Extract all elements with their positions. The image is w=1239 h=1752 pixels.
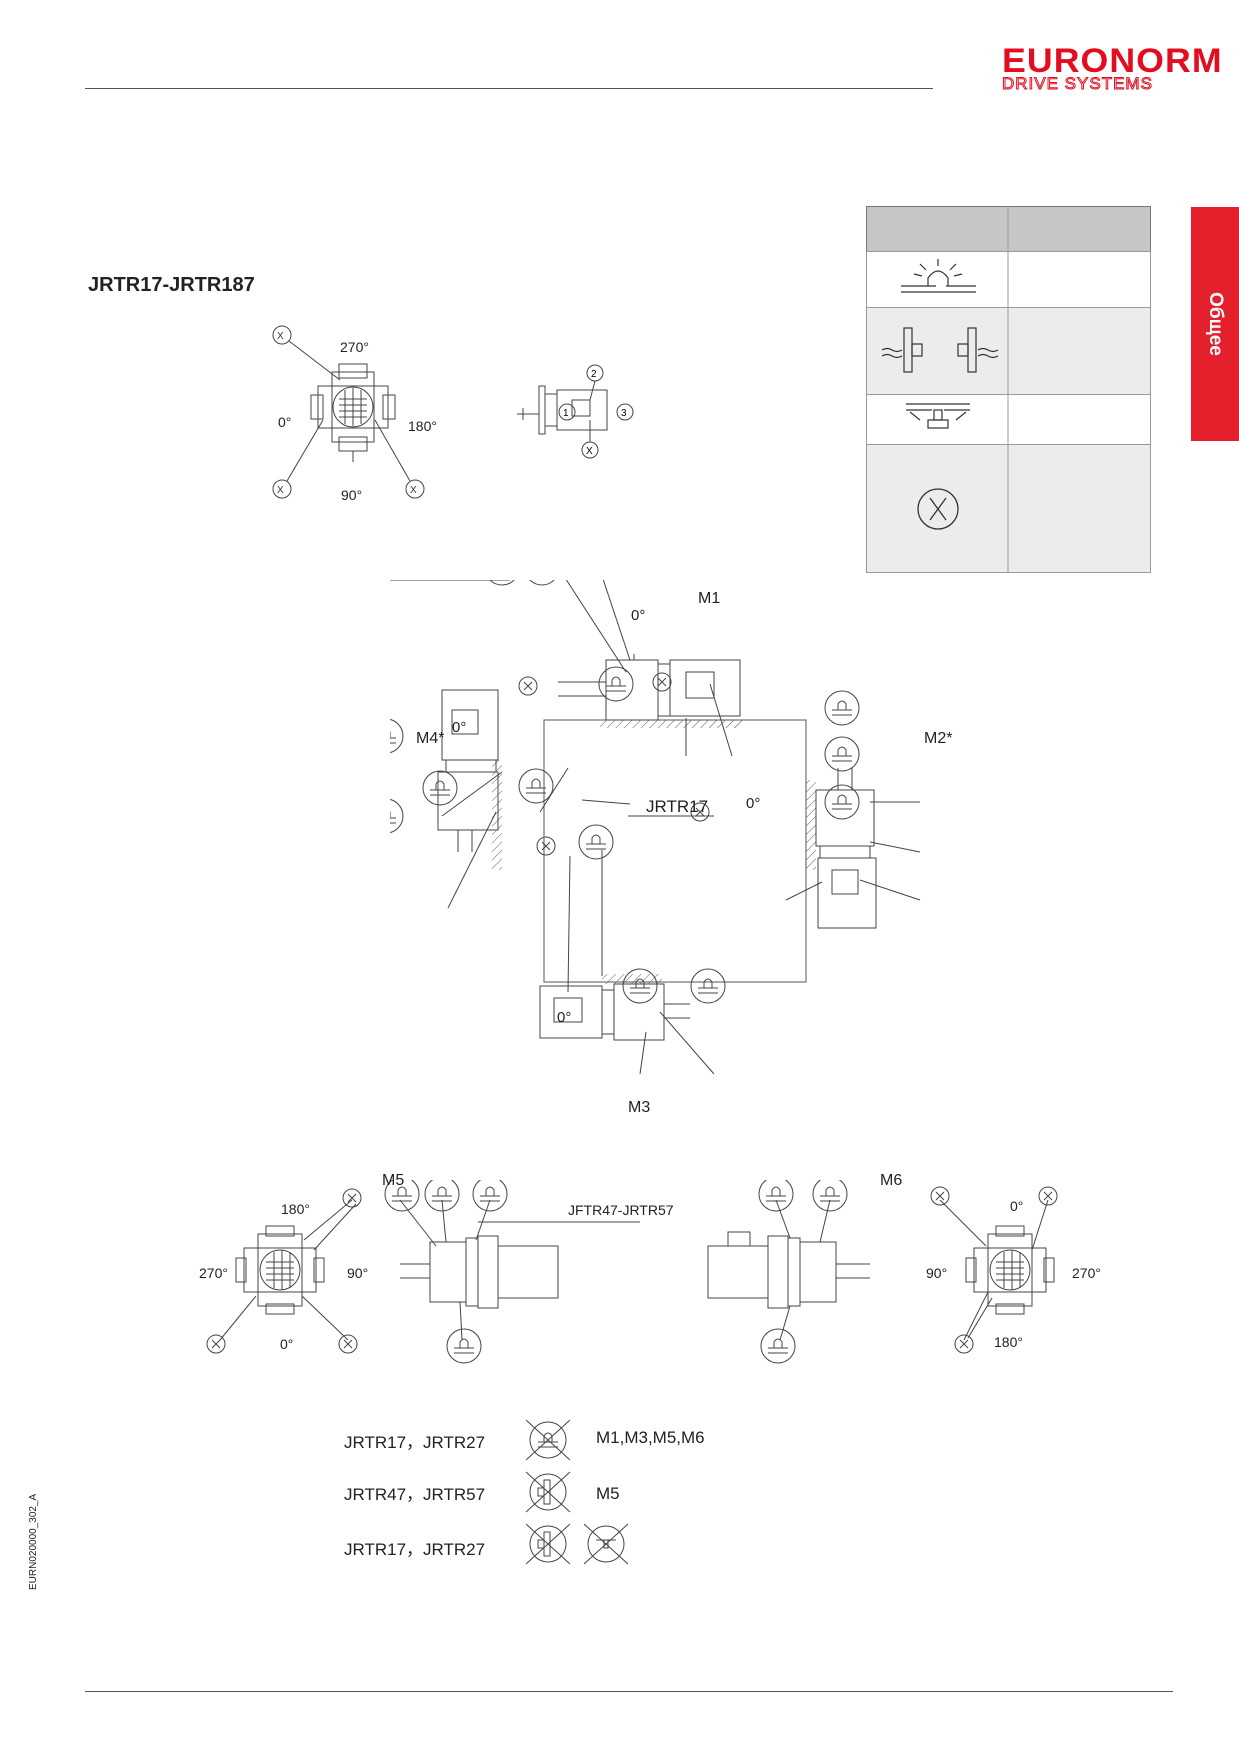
m5-angle-270: 270°: [199, 1265, 228, 1281]
note-icons: [525, 1419, 629, 1565]
angle-180: 180°: [408, 418, 437, 434]
mounting-positions-diagram: [390, 580, 877, 1041]
legend-table: [866, 206, 1151, 573]
footer-rule: [85, 1691, 1173, 1692]
m6-angle-180: 180°: [994, 1334, 1023, 1350]
doc-code: EURN020000_302_A: [28, 1493, 39, 1590]
note-2-models: JRTR47，JRTR57: [344, 1485, 486, 1504]
m6-angle-90: 90°: [926, 1265, 948, 1281]
m6-angle-0: 0°: [1010, 1198, 1024, 1214]
angle-90: 90°: [341, 487, 363, 503]
m1-label: M1: [698, 590, 721, 607]
drain-plug-icon: [906, 403, 970, 429]
m5-angle-180: 180°: [281, 1201, 310, 1217]
angle-0: 0°: [278, 414, 292, 430]
m5-angle-0: 0°: [280, 1336, 294, 1352]
note-1-positions: M1,M3,M5,M6: [596, 1428, 705, 1447]
m5-label: M5: [382, 1172, 405, 1189]
breather-vent-icon: [901, 259, 976, 293]
m4-zero: 0°: [452, 719, 466, 736]
mounting-detail-layer: 0° 0° 0° 0°: [390, 580, 921, 1075]
note-2-positions: M5: [596, 1484, 620, 1503]
svg-text:X: X: [277, 331, 284, 342]
center-label: JRTR17: [646, 797, 709, 816]
entry-x: X: [586, 446, 593, 457]
brand-logo-top: EURONORM: [1002, 42, 1223, 80]
cable-entry-diagram: 1 2 3 X: [517, 364, 634, 459]
m5-m6-diagram: [206, 1180, 1058, 1364]
page-title: JRTR17-JRTR187: [88, 274, 255, 296]
m6-angle-270: 270°: [1072, 1265, 1101, 1281]
svg-text:X: X: [410, 485, 417, 496]
m2-zero: 0°: [746, 795, 760, 812]
terminal-position-diagram: X X X: [272, 325, 425, 499]
note-1-models: JRTR17，JRTR27: [344, 1433, 486, 1452]
header-rule: [85, 88, 933, 89]
m6-label: M6: [880, 1172, 903, 1189]
m2-label: M2*: [924, 730, 953, 747]
entry-2: 2: [591, 369, 597, 380]
terminal-box-x-icon: [917, 488, 959, 530]
brand-logo-bottom: DRIVE SYSTEMS: [1002, 74, 1153, 94]
side-tab-label: Общее: [1205, 292, 1226, 356]
oil-level-plug-icon: [881, 327, 999, 373]
middle-label: JFTR47-JRTR57: [568, 1202, 674, 1218]
side-tab[interactable]: Общее: [1191, 207, 1239, 441]
entry-3: 3: [621, 408, 627, 419]
m4-label: M4*: [416, 730, 445, 747]
m3-label: M3: [628, 1099, 651, 1116]
svg-text:X: X: [277, 485, 284, 496]
angle-270: 270°: [340, 339, 369, 355]
entry-1: 1: [563, 408, 569, 419]
m1-zero: 0°: [631, 607, 645, 624]
m3-zero: 0°: [557, 1009, 571, 1026]
m5-angle-90: 90°: [347, 1265, 369, 1281]
note-3-models: JRTR17，JRTR27: [344, 1540, 486, 1559]
